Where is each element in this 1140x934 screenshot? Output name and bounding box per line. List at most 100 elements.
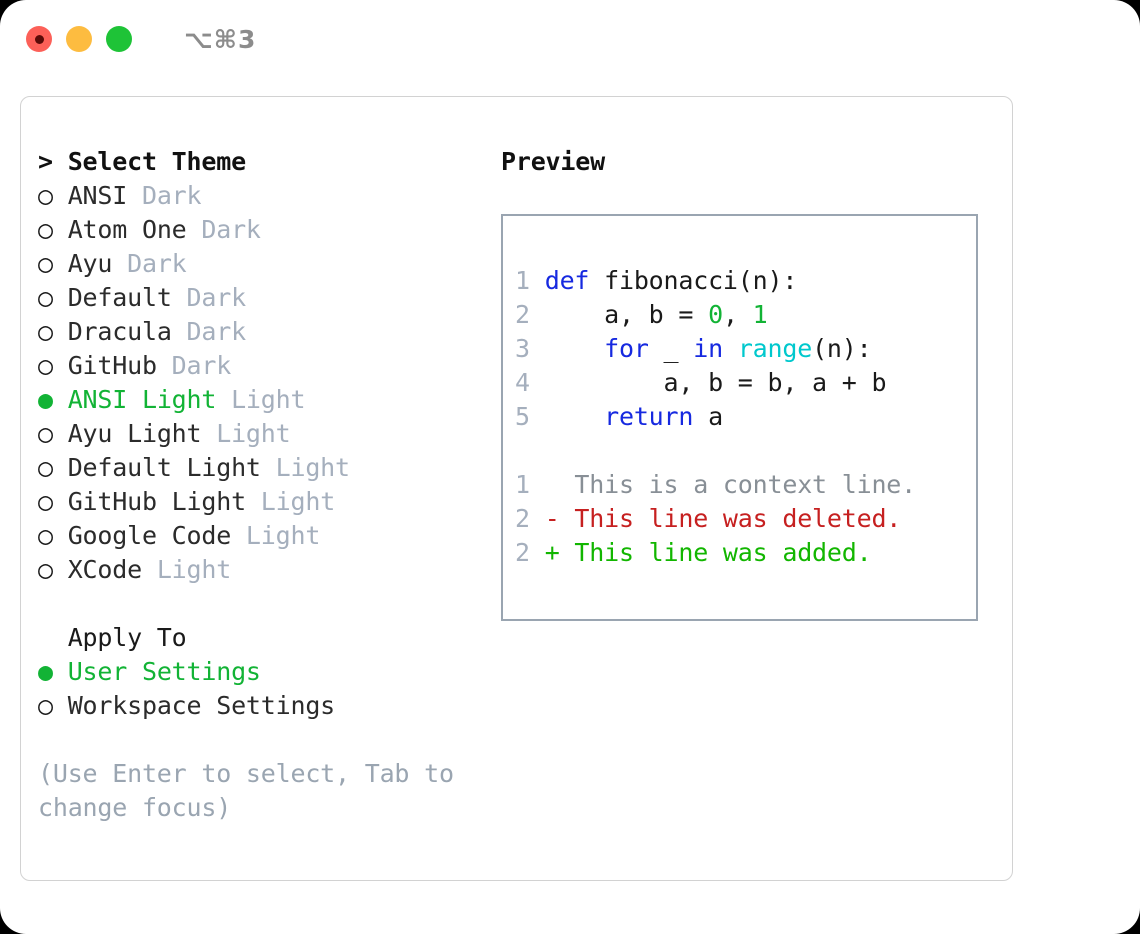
radio-unselected-icon: ○ — [38, 521, 53, 550]
gutter-space — [530, 334, 545, 363]
gutter-space — [530, 368, 545, 397]
radio-unselected-icon: ○ — [38, 419, 53, 448]
diff-line-deleted: 2 - This line was deleted. — [515, 502, 970, 536]
theme-variant-badge: Dark — [171, 317, 247, 346]
radio-unselected-icon: ○ — [38, 283, 53, 312]
theme-variant-badge: Dark — [156, 351, 232, 380]
theme-option-ayu-light[interactable]: ○ Ayu Light Light — [38, 417, 478, 451]
theme-option-atom-one[interactable]: ○ Atom One Dark — [38, 213, 478, 247]
theme-option-label: GitHub Light — [52, 487, 246, 516]
line-number: 2 — [515, 538, 530, 567]
theme-option-dracula[interactable]: ○ Dracula Dark — [38, 315, 478, 349]
minimize-window-button[interactable] — [66, 26, 92, 52]
diff-line-added: 2 + This line was added. — [515, 536, 970, 570]
radio-selected-icon: ● — [38, 657, 53, 686]
diff-sign — [530, 470, 575, 499]
preview-heading: Preview — [501, 147, 605, 176]
theme-variant-badge: Dark — [112, 249, 187, 278]
code-token-plain: a — [693, 402, 723, 431]
theme-variant-badge: Light — [216, 385, 306, 414]
theme-variant-badge: Dark — [171, 283, 247, 312]
close-window-button[interactable] — [26, 26, 52, 52]
main-panel: > Select Theme ○ ANSI Dark○ Atom One Dar… — [20, 96, 1013, 881]
code-token-num: 1 — [752, 300, 768, 329]
theme-option-label: Atom One — [52, 215, 187, 244]
radio-unselected-icon: ○ — [38, 215, 53, 244]
theme-variant-badge: Light — [201, 419, 291, 448]
code-token-kw: def — [544, 266, 605, 295]
theme-option-ayu[interactable]: ○ Ayu Dark — [38, 247, 478, 281]
theme-variant-badge: Light — [141, 555, 232, 584]
theme-option-label: Default — [52, 283, 172, 312]
section-spacer — [38, 587, 478, 621]
apply-to-option-workspace-settings[interactable]: ○ Workspace Settings — [38, 689, 478, 723]
theme-option-ansi-light[interactable]: ● ANSI Light Light — [38, 383, 478, 417]
theme-option-google-code[interactable]: ○ Google Code Light — [38, 519, 478, 553]
code-line: 1 def fibonacci(n): — [515, 264, 970, 298]
theme-option-ansi[interactable]: ○ ANSI Dark — [38, 179, 478, 213]
code-token-plain — [723, 334, 738, 363]
radio-unselected-icon: ○ — [38, 453, 53, 482]
gutter-space — [530, 300, 545, 329]
apply-to-option-list: ● User Settings○ Workspace Settings — [38, 655, 478, 723]
theme-option-label: ANSI — [52, 181, 128, 210]
apply-to-option-label: Workspace Settings — [52, 691, 336, 720]
theme-option-label: Ayu Light — [52, 419, 202, 448]
diff-text: This is a context line. — [574, 470, 917, 499]
theme-selector-column: > Select Theme ○ ANSI Dark○ Atom One Dar… — [38, 145, 478, 825]
diff-sign: - — [529, 504, 575, 533]
code-line: 5 return a — [515, 400, 970, 434]
maximize-window-button[interactable] — [106, 26, 132, 52]
code-token-plain: (n): — [812, 334, 872, 363]
code-token-plain: _ — [648, 334, 694, 363]
apply-to-option-label: User Settings — [52, 657, 261, 686]
radio-unselected-icon: ○ — [38, 487, 53, 516]
line-number: 1 — [515, 470, 530, 499]
diff-line-context: 1 This is a context line. — [515, 468, 970, 502]
code-token-plain — [545, 402, 604, 431]
line-number: 5 — [515, 402, 530, 431]
theme-variant-badge: Light — [245, 487, 336, 516]
theme-option-list: ○ ANSI Dark○ Atom One Dark○ Ayu Dark○ De… — [38, 179, 478, 587]
code-token-plain: a, b = b, a + b — [544, 368, 887, 397]
code-token-fn: range — [737, 334, 813, 363]
diff-sign: + — [529, 538, 575, 567]
line-number: 2 — [515, 504, 530, 533]
diff-sample-block: 1 This is a context line.2 - This line w… — [515, 468, 970, 570]
theme-option-label: Ayu — [52, 249, 113, 278]
diff-spacer — [515, 434, 970, 468]
line-number: 1 — [515, 266, 530, 295]
theme-option-label: XCode — [52, 555, 142, 584]
theme-option-github[interactable]: ○ GitHub Dark — [38, 349, 478, 383]
select-theme-heading: > Select Theme — [38, 147, 246, 176]
theme-option-xcode[interactable]: ○ XCode Light — [38, 553, 478, 587]
code-token-plain: a, b = — [544, 300, 709, 329]
theme-option-label: ANSI Light — [52, 385, 217, 414]
code-line: 4 a, b = b, a + b — [515, 366, 970, 400]
theme-variant-badge: Light — [260, 453, 350, 482]
diff-text: This line was deleted. — [574, 504, 902, 533]
code-line: 2 a, b = 0, 1 — [515, 298, 970, 332]
theme-option-github-light[interactable]: ○ GitHub Light Light — [38, 485, 478, 519]
preview-column: Preview 1 def fibonacci(n):2 a, b = 0, 1… — [501, 145, 1001, 621]
apply-to-option-user-settings[interactable]: ● User Settings — [38, 655, 478, 689]
radio-unselected-icon: ○ — [38, 249, 53, 278]
radio-unselected-icon: ○ — [38, 181, 53, 210]
line-number: 3 — [515, 334, 530, 363]
radio-unselected-icon: ○ — [38, 351, 53, 380]
traffic-light-controls — [26, 26, 132, 52]
theme-variant-badge: Dark — [127, 181, 202, 210]
title-bar: ⌥⌘3 — [0, 0, 1140, 78]
theme-option-default[interactable]: ○ Default Dark — [38, 281, 478, 315]
theme-option-label: Default Light — [52, 453, 261, 482]
gutter-space — [530, 402, 545, 431]
code-token-plain: fibonacci(n): — [604, 266, 798, 295]
code-line: 3 for _ in range(n): — [515, 332, 970, 366]
theme-option-default-light[interactable]: ○ Default Light Light — [38, 451, 478, 485]
theme-option-label: Google Code — [52, 521, 232, 550]
line-number: 2 — [515, 300, 530, 329]
apply-to-heading: Apply To — [38, 623, 187, 652]
